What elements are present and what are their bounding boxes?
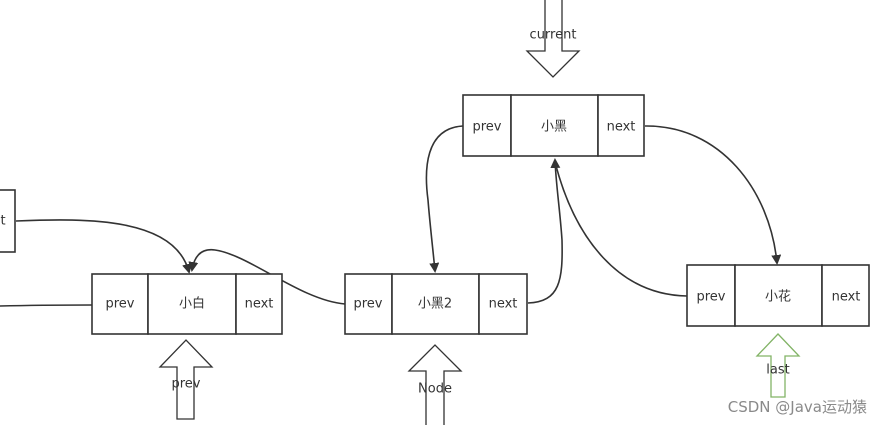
edge-left-next-to-xiaobai (15, 219, 192, 274)
pointer-current-label: current (530, 28, 577, 43)
node-xiaohei: prev 小黑 next (462, 94, 645, 157)
edges (0, 125, 782, 307)
hollow-arrow-down-icon (525, 0, 581, 78)
node-xiaohei2-prev-label: prev (353, 297, 382, 312)
pointer-last: last (755, 333, 801, 398)
node-xiaohua-data-label: 小花 (765, 289, 791, 305)
edge-left-into-xiaobai-prev (0, 304, 93, 307)
node-xiaohua: prev 小花 next (686, 264, 870, 327)
node-xiaohei2: prev 小黑2 next (344, 273, 528, 335)
pointer-node-label: Node (418, 382, 452, 397)
edge-xiaohei-prev-to-xiaohei2 (425, 125, 464, 273)
node-xiaohei2-data-label: 小黑2 (418, 297, 452, 312)
node-partial-left: t (0, 189, 16, 253)
hollow-arrow-up-icon (407, 344, 463, 425)
hollow-arrow-up-icon (755, 333, 801, 398)
node-xiaobai-next-label: next (245, 297, 274, 312)
edge-xiaohei2-next-to-xiaohei (527, 158, 563, 304)
pointer-prev-label: prev (171, 377, 200, 392)
node-xiaohei2-next-label: next (489, 297, 518, 312)
node-partial-left-next-label: t (0, 214, 5, 229)
watermark: CSDN @Java运动猿 (727, 398, 867, 416)
edge-xiaohua-prev-to-xiaohei (554, 161, 688, 297)
node-xiaobai-prev-label: prev (105, 297, 134, 312)
node-xiaobai: prev 小白 next (91, 273, 283, 335)
node-xiaohua-next-label: next (832, 290, 861, 305)
node-xiaohei-data-label: 小黑 (541, 120, 567, 135)
edge-xiaohei2-prev-to-xiaobai (188, 248, 346, 305)
node-xiaohei-prev-label: prev (472, 120, 501, 135)
pointer-last-label: last (766, 363, 789, 378)
pointer-current: current (525, 0, 581, 78)
pointer-prev: prev (158, 339, 214, 420)
node-xiaohua-prev-label: prev (696, 290, 725, 305)
hollow-arrow-up-icon (158, 339, 214, 420)
pointer-node: Node (407, 344, 463, 425)
node-xiaobai-data-label: 小白 (179, 296, 205, 312)
edge-xiaohei-next-to-xiaohua (644, 125, 782, 265)
node-xiaohei-next-label: next (607, 120, 636, 135)
